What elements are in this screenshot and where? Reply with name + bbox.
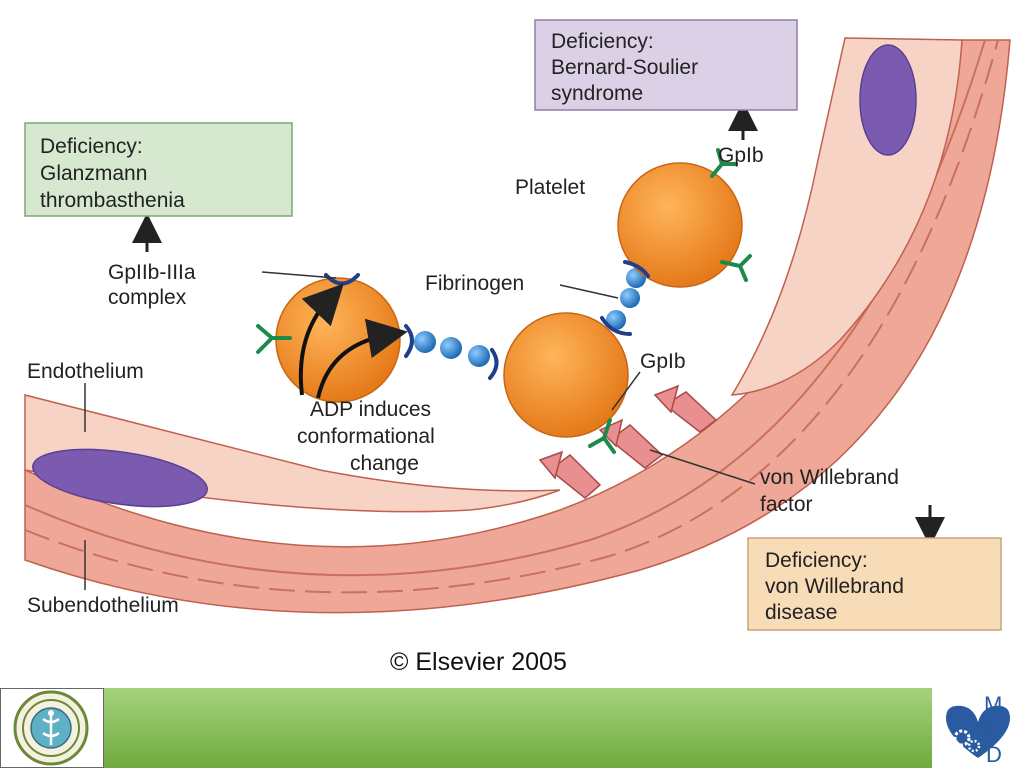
logo-letter: D bbox=[986, 742, 1002, 767]
pointer-arrow bbox=[132, 101, 945, 547]
label-gpib-mid: GpIb bbox=[640, 350, 686, 373]
label-von-willebrand-factor: von Willebrand bbox=[760, 466, 899, 489]
label-gp2b3a: complex bbox=[108, 286, 187, 309]
platelet-top bbox=[617, 162, 743, 288]
label-adp: ADP induces bbox=[310, 398, 431, 421]
adp-arrow bbox=[298, 283, 408, 399]
university-seal-icon bbox=[13, 690, 89, 766]
box-line: Glanzmann bbox=[40, 162, 147, 185]
fibrinogen-chain bbox=[414, 268, 646, 367]
box-line: Deficiency: bbox=[551, 30, 654, 53]
box-glanzmann: Deficiency: Glanzmann thrombasthenia bbox=[24, 122, 293, 217]
label-gp2b3a: GpIIb-IIIa bbox=[108, 261, 196, 284]
box-line: thrombasthenia bbox=[40, 189, 185, 212]
von-willebrand-factor bbox=[538, 384, 718, 499]
gpib-receptor bbox=[256, 148, 752, 454]
label-fibrinogen: Fibrinogen bbox=[425, 272, 524, 295]
gp2b3a-receptor bbox=[324, 260, 650, 380]
box-line: disease bbox=[765, 601, 837, 624]
logo-letter: M bbox=[984, 692, 1002, 717]
endothelial-nucleus bbox=[32, 448, 208, 508]
gear-icon bbox=[967, 739, 981, 753]
label-platelet: Platelet bbox=[515, 176, 585, 199]
box-von-willebrand-disease: Deficiency: von Willebrand disease bbox=[747, 537, 1002, 631]
leader-line bbox=[84, 271, 756, 590]
box-line: Bernard-Soulier bbox=[551, 56, 698, 79]
box-line: Deficiency: bbox=[765, 549, 868, 572]
copyright-text: © Elsevier 2005 bbox=[390, 648, 567, 676]
label-von-willebrand-factor: factor bbox=[760, 493, 813, 516]
footer-right-logo-box: M O D bbox=[932, 688, 1024, 768]
label-gpib-top: GpIb bbox=[718, 144, 764, 167]
label-adp: change bbox=[350, 452, 419, 475]
box-line: Deficiency: bbox=[40, 135, 143, 158]
footer-bar: M O D bbox=[0, 688, 1024, 768]
label-adp: conformational bbox=[297, 425, 435, 448]
logo-letter: O bbox=[986, 717, 1002, 739]
box-bernard-soulier: Deficiency: Bernard-Soulier syndrome bbox=[534, 19, 798, 111]
box-line: syndrome bbox=[551, 82, 643, 105]
platelet-left bbox=[275, 277, 401, 403]
platelet-bottom bbox=[503, 312, 629, 438]
box-line: von Willebrand bbox=[765, 575, 904, 598]
subendothelium-stripe bbox=[24, 39, 999, 594]
mod-logo-icon: M O D bbox=[946, 692, 1010, 767]
gear-icon bbox=[953, 729, 971, 747]
platelet-adhesion-diagram: Deficiency: Bernard-Soulier syndrome Def… bbox=[24, 19, 1011, 676]
label-subendothelium: Subendothelium bbox=[27, 594, 179, 617]
label-endothelium: Endothelium bbox=[27, 360, 144, 383]
endothelial-nucleus bbox=[859, 44, 917, 156]
footer-left-logo-box bbox=[0, 688, 104, 768]
